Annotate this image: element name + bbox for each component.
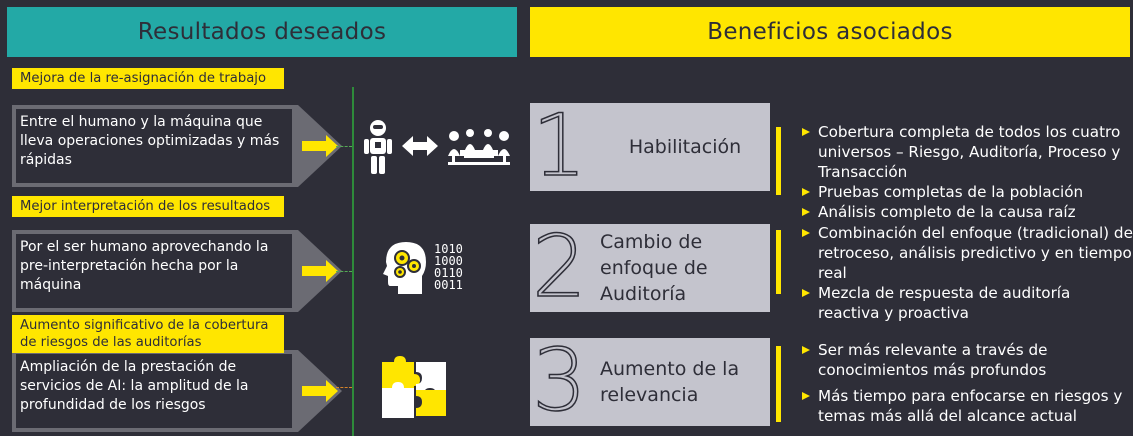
bullet-item: Pruebas completas de la población — [800, 182, 1133, 202]
chevron-shape — [12, 105, 342, 187]
outcome-body-3: Ampliación de la prestación de servicios… — [20, 359, 249, 413]
binary-line: 0011 — [434, 278, 463, 292]
meeting-people-icon — [448, 129, 510, 165]
outcome-tag-2: Mejor interpretación de los resultados — [12, 196, 284, 217]
benefit-label-2: Cambio de enfoque de Auditoría — [600, 231, 708, 305]
benefit-number-2: 2 — [531, 217, 587, 317]
header-associated-benefits: Beneficios asociados — [530, 7, 1130, 57]
header-desired-results: Resultados deseados — [7, 7, 517, 57]
yellow-bar-1 — [776, 127, 781, 195]
connector-tick-3 — [336, 387, 352, 388]
benefit-number-3: 3 — [531, 331, 587, 431]
yellow-bar-3 — [776, 346, 781, 422]
benefit-bullets-3: Ser más relevante a través de conocimien… — [800, 340, 1133, 426]
arrow-right-icon — [302, 260, 338, 282]
yellow-bar-2 — [776, 230, 781, 294]
benefit-row-3: 3 Aumento de la relevancia — [530, 331, 770, 431]
bullet-item: Combinación del enfoque (tradicional) de… — [800, 223, 1133, 283]
puzzle-icon — [382, 356, 446, 418]
header-right-text: Beneficios asociados — [707, 19, 953, 45]
outcome-block-2: Por el ser humano aprovechando la pre-in… — [12, 230, 342, 312]
outcome-body-1: Entre el humano y la máquina que lleva o… — [20, 114, 280, 168]
binary-line: 1010 — [434, 242, 463, 256]
robot-icon — [364, 120, 392, 174]
outcome-block-1: Entre el humano y la máquina que lleva o… — [12, 105, 342, 187]
connector-tick-2 — [336, 271, 352, 272]
binary-text: 1010 1000 0110 0011 — [434, 243, 463, 291]
chevron-shape — [12, 230, 342, 312]
outcome-tag-3: Aumento significativo de la cobertura de… — [12, 315, 284, 353]
arrow-right-icon — [302, 380, 338, 402]
bullet-item: Cobertura completa de todos los cuatro u… — [800, 122, 1133, 182]
benefit-row-1: 1 Habilitación — [530, 96, 770, 196]
benefit-bullets-2: Combinación del enfoque (tradicional) de… — [800, 223, 1133, 323]
chevron-shape — [12, 350, 342, 432]
header-left-text: Resultados deseados — [137, 19, 387, 45]
connector-tick-1 — [336, 146, 352, 147]
binary-line: 0110 — [434, 266, 463, 280]
benefit-bullets-1: Cobertura completa de todos los cuatro u… — [800, 122, 1133, 222]
binary-line: 1000 — [434, 254, 463, 268]
benefit-label-3: Aumento de la relevancia — [600, 358, 740, 406]
benefit-label-1: Habilitación — [628, 136, 742, 158]
arrow-right-icon — [302, 135, 338, 157]
double-arrow-icon — [402, 136, 438, 156]
bullet-item: Ser más relevante a través de conocimien… — [800, 340, 1133, 380]
brain-gears-icon — [383, 242, 426, 294]
benefit-row-2: 2 Cambio de enfoque de Auditoría — [530, 217, 770, 317]
vertical-connector — [352, 87, 354, 436]
bullet-item: Más tiempo para enfocarse en riesgos y t… — [800, 386, 1133, 426]
bullet-item: Análisis completo de la causa raíz — [800, 202, 1133, 222]
benefit-number-1: 1 — [531, 96, 587, 196]
outcome-tag-1: Mejora de la re-asignación de trabajo — [12, 68, 284, 89]
outcome-body-2: Por el ser humano aprovechando la pre-in… — [20, 239, 269, 293]
bullet-item: Mezcla de respuesta de auditoría reactiv… — [800, 283, 1133, 323]
outcome-block-3: Ampliación de la prestación de servicios… — [12, 350, 342, 432]
